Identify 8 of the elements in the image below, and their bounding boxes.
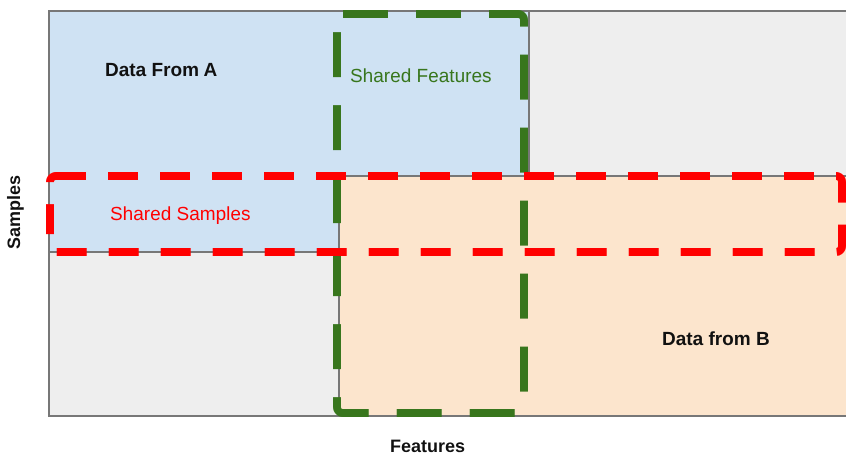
axis-label: Samples [4,175,25,250]
data-region [338,175,846,417]
region-label: Data From A [105,60,218,82]
shared-samples-outline [46,172,846,256]
region-label: Shared Samples [110,204,250,226]
region-label: Data from B [662,329,770,351]
region-label: Shared Features [350,66,492,88]
axis-label: Features [390,436,466,457]
